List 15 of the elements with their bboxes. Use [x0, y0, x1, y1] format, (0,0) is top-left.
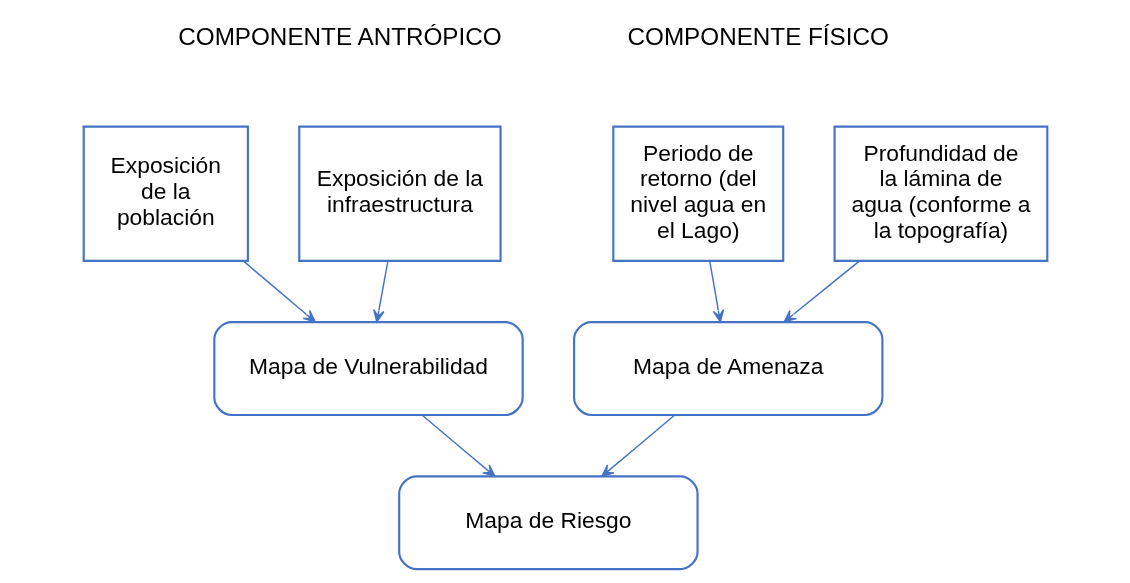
node-box: Mapa de Vulnerabilidad	[212, 321, 524, 417]
node-box: Periodo de retorno (del nivel agua en el Lago)	[611, 125, 784, 262]
arrow	[783, 260, 860, 323]
node-box: Exposición de la población	[82, 125, 249, 262]
node-box: Mapa de Amenaza	[572, 321, 883, 417]
label: COMPONENTE ANTRÓPICO	[177, 23, 502, 51]
arrow	[242, 260, 316, 323]
node-box: Mapa de Riesgo	[397, 475, 699, 571]
arrow	[600, 414, 675, 477]
arrow	[372, 260, 389, 323]
label: COMPONENTE FÍSICO	[627, 23, 889, 51]
node-box: Profundidad de la lámina de agua (conforme a la topografía)	[833, 125, 1048, 262]
node-box: Exposición de la infraestructura	[297, 125, 502, 262]
arrow	[708, 260, 724, 323]
arrow	[420, 414, 495, 477]
